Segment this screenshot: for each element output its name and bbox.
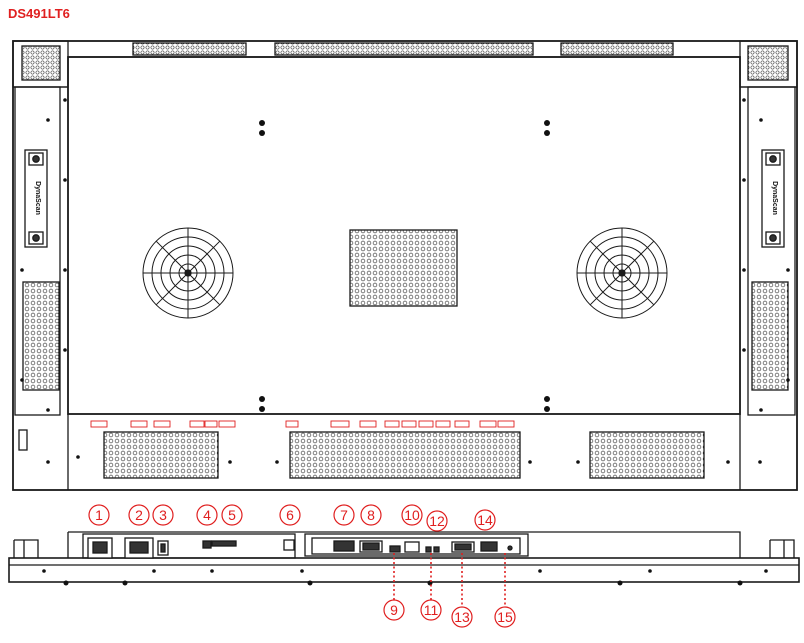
- handle-brand-label-right: DynaScan: [771, 181, 778, 215]
- callout-5: 5: [221, 504, 243, 526]
- vesa-mount-holes: [259, 120, 550, 412]
- callout-label: 15: [497, 609, 513, 625]
- callout-ring: [451, 606, 473, 628]
- callout-ring: [426, 510, 448, 532]
- callout-label: 3: [159, 507, 167, 523]
- callout-2: 2: [128, 504, 150, 526]
- center-vent: [349, 229, 458, 307]
- connector-bay: [67, 531, 741, 558]
- callout-label: 14: [477, 512, 493, 528]
- callout-4: 4: [196, 504, 218, 526]
- callout-ring: [383, 599, 405, 621]
- callout-label: 1: [95, 507, 103, 523]
- rs232-out-port: [480, 541, 498, 552]
- callout-label: 10: [404, 507, 420, 523]
- top-vent-2: [274, 42, 534, 56]
- callout-label: 5: [228, 507, 236, 523]
- callout-label: 13: [454, 609, 470, 625]
- display-outer-frame: [12, 40, 798, 491]
- callout-15: 15: [494, 606, 516, 628]
- fan-left: [142, 227, 234, 319]
- callout-1: 1: [88, 504, 110, 526]
- fan-right: [576, 227, 668, 319]
- callout-ring: [152, 504, 174, 526]
- main-back-panel: [67, 56, 741, 415]
- audio-port-2: [433, 546, 440, 553]
- left-side-vent: [22, 281, 60, 391]
- port-label-markers: [90, 420, 515, 428]
- callout-label: 2: [135, 507, 143, 523]
- callout-ring: [196, 504, 218, 526]
- bottom-vent-right: [589, 431, 705, 479]
- callout-6: 6: [279, 504, 301, 526]
- callout-ring: [88, 504, 110, 526]
- side-latch: [18, 429, 28, 451]
- callout-13: 13: [451, 606, 473, 628]
- callout-3: 3: [152, 504, 174, 526]
- side-screw-dots: [20, 98, 790, 412]
- top-vent-1: [132, 42, 247, 56]
- callout-12: 12: [426, 510, 448, 532]
- callout-ring: [333, 504, 355, 526]
- io-panel: [304, 533, 529, 557]
- callout-9: 9: [383, 599, 405, 621]
- bottom-view: [8, 531, 800, 606]
- audio-port-1: [425, 546, 432, 553]
- displayport: [404, 541, 420, 553]
- callout-10: 10: [401, 504, 423, 526]
- bottom-vent-left: [103, 431, 219, 479]
- power-panel: [82, 533, 296, 559]
- callout-ring: [474, 509, 496, 531]
- callout-leaders: [393, 553, 506, 606]
- callout-ring: [128, 504, 150, 526]
- callout-ring: [279, 504, 301, 526]
- callouts-bottom: 9 11 13 15: [383, 599, 516, 628]
- callout-label: 4: [203, 507, 211, 523]
- handle-brand-label-left: DynaScan: [34, 181, 41, 215]
- callout-label: 9: [390, 602, 398, 618]
- rj45-port: [283, 539, 295, 551]
- bottom-vent-center: [289, 431, 521, 479]
- callout-ring: [360, 504, 382, 526]
- callout-8: 8: [360, 504, 382, 526]
- callout-ring: [494, 606, 516, 628]
- left-side-rail: [14, 86, 61, 416]
- callout-ring: [221, 504, 243, 526]
- callout-label: 6: [286, 507, 294, 523]
- callout-label: 12: [429, 513, 445, 529]
- callout-ring: [420, 599, 442, 621]
- rear-view: DynaScan DynaScan: [12, 40, 798, 491]
- model-title: DS491LT6: [8, 6, 70, 21]
- hdmi-port: [389, 545, 401, 553]
- corner-vent-right: [747, 45, 789, 81]
- callout-label: 8: [367, 507, 375, 523]
- callout-label: 7: [340, 507, 348, 523]
- left-foot: [13, 539, 39, 558]
- right-handle: DynaScan: [761, 149, 785, 248]
- right-side-rail: [747, 86, 796, 416]
- callout-7: 7: [333, 504, 355, 526]
- callout-11: 11: [420, 599, 442, 621]
- vga-port: [333, 540, 355, 552]
- bottom-chassis: [8, 557, 800, 583]
- rs232-port-small: [202, 540, 212, 549]
- corner-vent-left: [21, 45, 61, 81]
- top-vent-3: [560, 42, 674, 56]
- callout-ring: [401, 504, 423, 526]
- callout-14: 14: [474, 509, 496, 531]
- right-foot: [769, 539, 795, 558]
- ir-port: [211, 540, 237, 547]
- left-handle: DynaScan: [24, 149, 48, 248]
- callout-label: 11: [424, 602, 439, 618]
- right-side-vent: [751, 281, 789, 391]
